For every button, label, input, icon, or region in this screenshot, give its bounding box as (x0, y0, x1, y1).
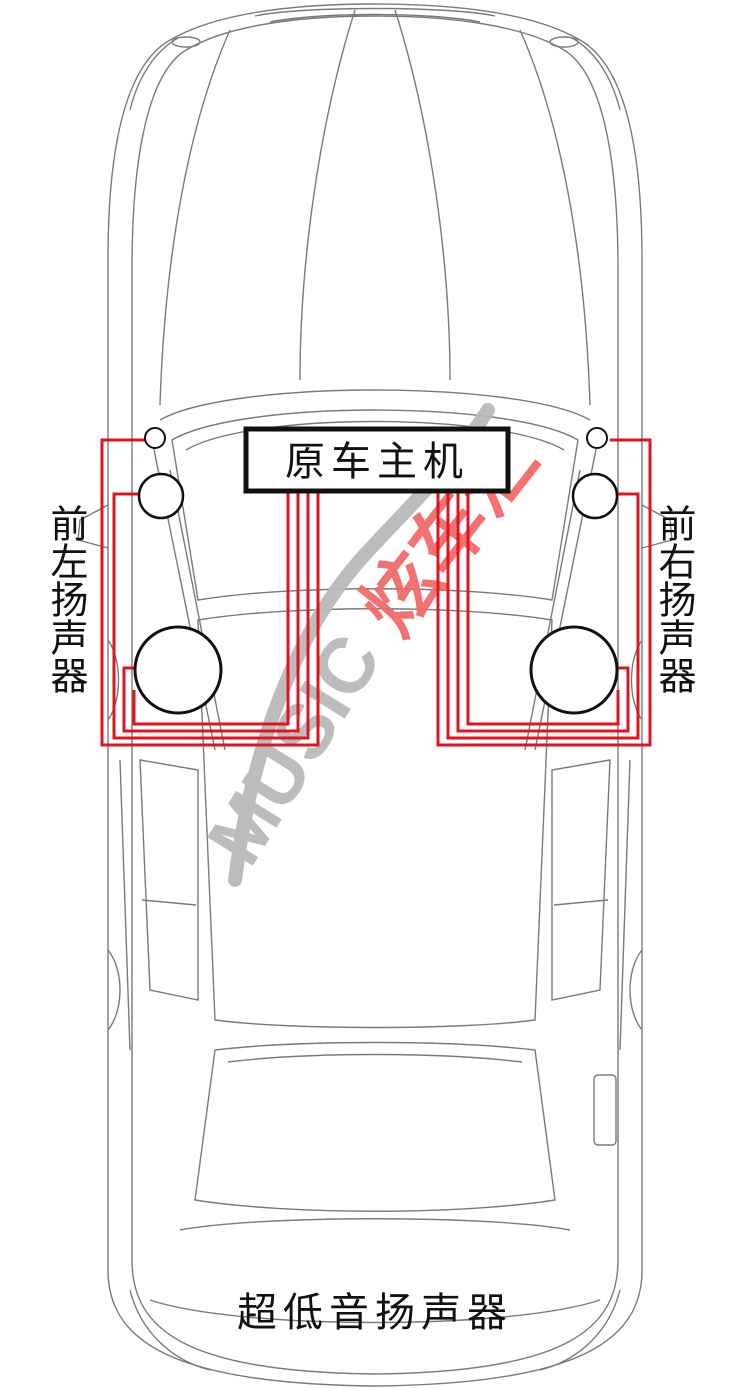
wiring (100, 438, 652, 747)
front-right-speaker-label: 前右扬声器 (652, 504, 696, 694)
front-right-tweeter-icon (586, 427, 608, 449)
head-unit-label: 原车主机 (285, 439, 469, 485)
front-left-tweeter-icon (144, 427, 166, 449)
speakers (133, 427, 619, 715)
front-right-midrange-icon (571, 472, 619, 520)
wire-right-tweeter-inner (446, 492, 640, 740)
front-right-woofer-icon (529, 625, 619, 715)
wire-left-woofer-b (132, 492, 290, 726)
front-left-woofer-icon (133, 625, 223, 715)
head-unit-box (243, 426, 511, 494)
front-left-speaker-label: 前左扬声器 (44, 504, 88, 694)
subwoofer-label: 超低音扬声器 (237, 1290, 513, 1336)
wire-left-tweeter-outer (100, 438, 320, 747)
head-unit: 原车主机 (243, 426, 511, 494)
wire-left-tweeter-inner (112, 492, 310, 740)
wire-right-tweeter-outer (436, 438, 652, 747)
wire-right-woofer-a (456, 492, 630, 733)
front-left-midrange-icon (137, 472, 185, 520)
wire-right-woofer-b (466, 492, 620, 726)
wire-left-woofer-a (122, 492, 300, 733)
